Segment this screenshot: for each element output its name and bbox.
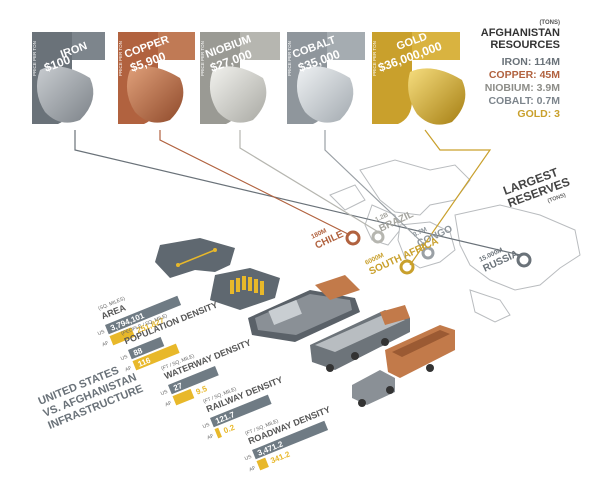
resource-niobium: NIOBIUM: 3.9M [485, 82, 561, 94]
metal-niobium [200, 32, 280, 124]
resource-cobalt: COBALT: 0.7M [488, 95, 560, 107]
us-label: US [97, 329, 106, 337]
af-label: AF [164, 400, 172, 408]
resources-title-line1: AFGHANISTAN [481, 27, 560, 39]
us-label: US [244, 454, 253, 462]
connector-lines [74, 129, 521, 266]
reserves-title: LARGEST RESERVES (TONS) [501, 165, 571, 210]
us-value: 88 [132, 346, 144, 358]
metal-cobalt [287, 32, 365, 124]
metal-copper [118, 32, 195, 124]
locomotive-icon [310, 305, 410, 372]
resources-unit: (TONS) [539, 20, 560, 26]
niobium-price-label: PRICE PER TON [200, 41, 205, 76]
us-label: US [202, 422, 211, 430]
af-value: 0.2 [222, 423, 236, 436]
af-label: AF [248, 465, 256, 473]
resource-copper: COPPER: 45M [489, 69, 560, 81]
resources-title-line2: RESOURCES [490, 39, 560, 51]
af-label: AF [206, 433, 214, 441]
metal-gold [372, 32, 466, 125]
af-label: AF [101, 340, 109, 348]
copper-ore-icon [126, 66, 184, 123]
niobium-ore-icon [209, 66, 267, 123]
us-bar [105, 295, 182, 335]
gold-ore-icon [408, 68, 466, 125]
copper-price-label: PRICE PER TON [118, 41, 123, 76]
gold-price-label: PRICE PER TON [372, 41, 377, 76]
cobalt-ore-icon [296, 66, 354, 123]
us-bar [127, 336, 165, 360]
af-bar [172, 388, 195, 406]
world-map [329, 159, 581, 323]
af-value: 9.5 [195, 384, 209, 397]
us-bar [210, 394, 272, 428]
chile-label: 180M CHILE [310, 227, 346, 251]
af-label: AF [124, 365, 132, 373]
af-bar [132, 343, 180, 371]
af-bar [109, 327, 135, 346]
resources-block: (TONS) AFGHANISTAN RESOURCES IRON: 114M … [481, 20, 560, 120]
us-label: US [120, 354, 129, 362]
us-bar [251, 420, 329, 460]
iron-price-label: PRICE PER TON [32, 41, 37, 76]
cargo-ship-icon [248, 275, 360, 342]
resource-iron: IRON: 114M [502, 56, 561, 68]
resource-gold: GOLD: 3 [517, 108, 560, 120]
us-value: 121.7 [214, 410, 236, 426]
iron-ore-icon [36, 66, 94, 123]
reserve-markers [345, 230, 532, 275]
truck-icon [352, 325, 455, 407]
us-value: 27 [172, 381, 184, 393]
us-bar [168, 366, 219, 395]
af-grid-icon [230, 276, 264, 295]
af-bar [214, 427, 222, 439]
us-label: US [160, 389, 169, 397]
cobalt-price-label: PRICE PER TON [287, 41, 292, 76]
country-shapes [155, 238, 280, 310]
af-bar [256, 457, 269, 471]
metal-iron [32, 32, 105, 124]
russia-marker [516, 252, 532, 268]
